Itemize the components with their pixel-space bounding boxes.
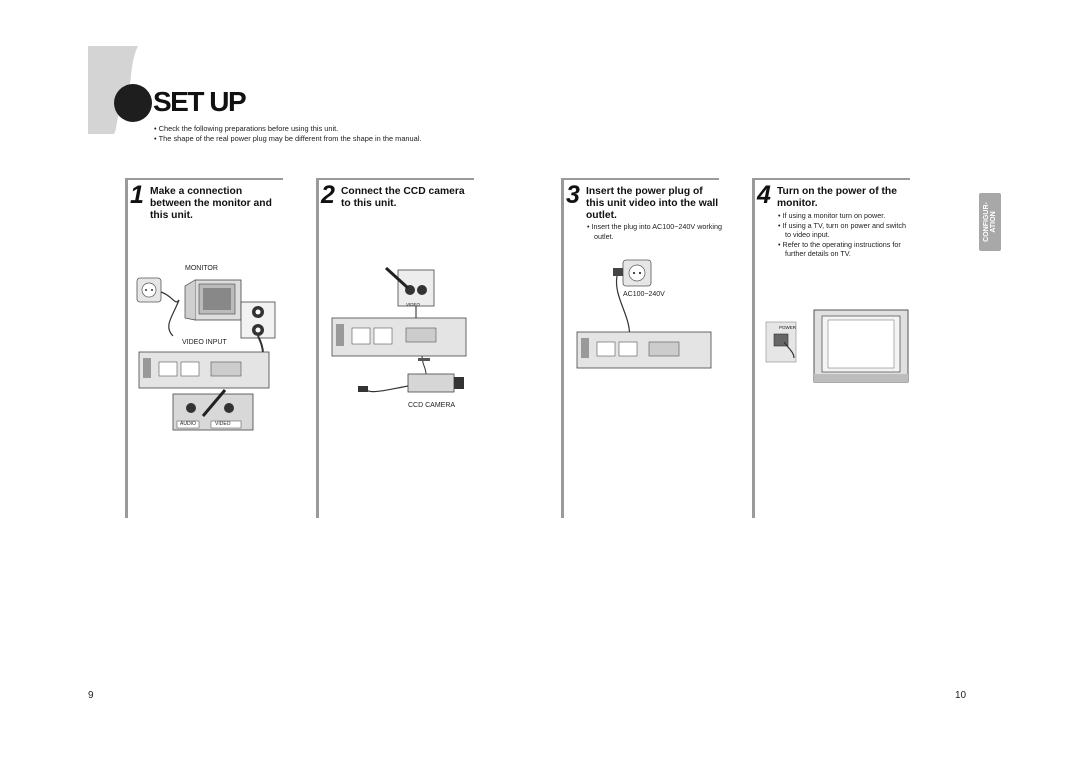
ccd-camera-diagram: [331, 266, 467, 393]
column-rule: [125, 178, 128, 518]
step-title: Turn on the power of the monitor.: [777, 186, 897, 209]
step-number: 2: [321, 181, 335, 209]
page-number-left: 9: [88, 690, 94, 701]
tab-label-line: ATION: [990, 211, 997, 233]
step-2: 2 Connect the CCD camera to this unit. C…: [316, 178, 478, 518]
tab-label-line: CONFIGUR-: [983, 202, 990, 242]
header-swoosh: [88, 46, 138, 134]
monitor-power-diagram: [765, 309, 909, 383]
column-rule: [316, 178, 319, 518]
step-title: Connect the CCD camera to this unit.: [341, 186, 465, 209]
step-notes: Insert the plug into AC100~240V working …: [587, 222, 722, 241]
step-3: 3 Insert the power plug of this unit vid…: [561, 178, 723, 518]
step-4: 4 Turn on the power of the monitor. If u…: [752, 178, 914, 518]
configuration-tab-label: CONFIGUR- ATION: [983, 202, 997, 242]
column-rule: [125, 178, 283, 180]
column-rule: [316, 178, 474, 180]
monitor-label: MONITOR: [185, 265, 218, 272]
column-rule: [561, 178, 719, 180]
step-note: Insert the plug into AC100~240V working …: [587, 222, 722, 241]
power-label: POWER: [779, 325, 797, 330]
configuration-tab[interactable]: CONFIGUR- ATION: [979, 193, 1001, 251]
column-rule: [752, 178, 910, 180]
step-title: Make a connection between the monitor an…: [150, 186, 272, 221]
audio-label: AUDIO: [180, 421, 196, 427]
power-outlet-diagram: [576, 259, 712, 369]
step-note: If using a TV, turn on power and switch …: [778, 221, 913, 240]
intro-bullet: Check the following preparations before …: [154, 124, 421, 134]
step-title: Insert the power plug of this unit video…: [586, 186, 719, 221]
step-note: If using a monitor turn on power.: [778, 211, 913, 221]
column-rule: [561, 178, 564, 518]
page-number-right: 10: [955, 690, 967, 701]
intro-bullet: The shape of the real power plug may be …: [154, 134, 422, 144]
step-number: 1: [130, 181, 144, 209]
voltage-label: AC100~240V: [623, 291, 665, 298]
header-circle: [114, 84, 152, 122]
video-label: VIDEO: [406, 302, 421, 307]
step-note: Refer to the operating instructions for …: [778, 240, 913, 259]
page-title: SET UP: [153, 86, 247, 117]
step-notes: If using a monitor turn on power. If usi…: [778, 211, 913, 259]
column-rule: [752, 178, 755, 518]
step-number: 4: [757, 181, 771, 209]
video-input-label: VIDEO INPUT: [182, 339, 227, 346]
step-1: 1 Make a connection between the monitor …: [125, 178, 287, 518]
step-number: 3: [566, 181, 580, 209]
video-label: VIDEO: [215, 421, 231, 427]
intro-bullets: Check the following preparations before …: [154, 124, 422, 144]
monitor-connection-diagram: [136, 277, 276, 431]
ccd-camera-label: CCD CAMERA: [408, 402, 456, 409]
